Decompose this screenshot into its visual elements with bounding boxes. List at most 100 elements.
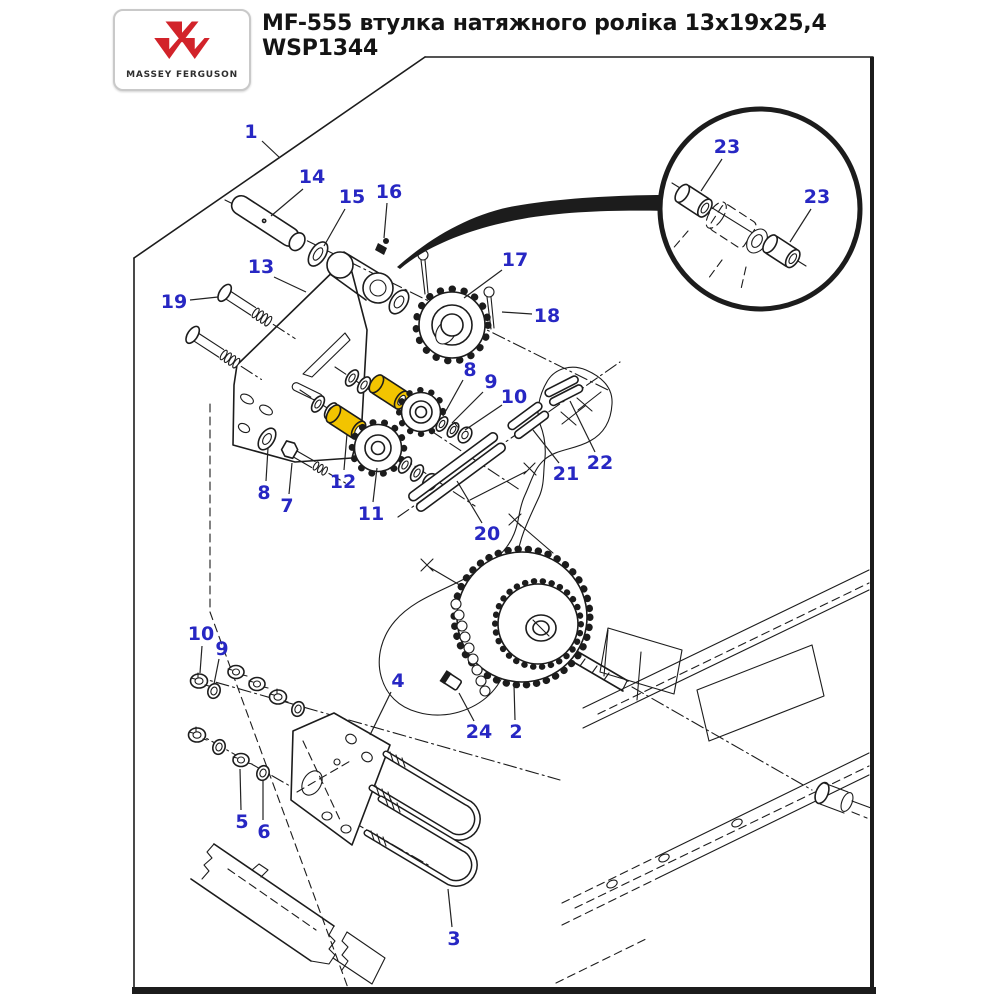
- upper-assembly: [185, 194, 609, 507]
- part-number-label: 1: [244, 121, 257, 143]
- part-bolt-19b: [185, 325, 262, 381]
- label-leader-line: [343, 433, 348, 471]
- panel-frame: [132, 56, 876, 994]
- label-leader-line: [532, 429, 560, 464]
- part-double-sprocket-2: [450, 545, 594, 689]
- label-leader-line: [513, 684, 516, 721]
- part-number-label: 14: [299, 166, 325, 188]
- part-bolt-7: [280, 440, 346, 484]
- part-washer-8: [435, 416, 449, 432]
- part-washer: [310, 395, 326, 413]
- part-nut: [248, 676, 269, 692]
- part-lock-washer-9: [207, 682, 221, 700]
- part-nut-5: [232, 752, 253, 768]
- part-number-label: 2: [509, 721, 522, 743]
- part-plug-24: [439, 670, 463, 691]
- part-u-bolt-3b: [363, 795, 478, 887]
- label-leader-line: [213, 658, 220, 685]
- label-leader-line: [323, 208, 346, 247]
- page-title: MF-555 втулка натяжного роліка 13x19x25,…: [262, 11, 827, 62]
- part-sprocket-17: [412, 285, 492, 365]
- part-castle-nut-10: [189, 672, 210, 689]
- part-number-label: 7: [280, 495, 293, 517]
- label-leader-line: [199, 645, 203, 674]
- label-leader-line: [451, 391, 484, 424]
- axle-end-hub: [814, 781, 872, 819]
- detail-pointer-swoosh: [397, 195, 663, 269]
- detail-bushing-left: [674, 183, 713, 218]
- label-leader-line: [700, 158, 723, 192]
- part-washer: [291, 700, 305, 718]
- part-number-label: 9: [484, 371, 497, 393]
- part-washer-15: [307, 241, 329, 267]
- part-cotter-pin: [417, 249, 429, 295]
- part-number-label: 12: [330, 471, 356, 493]
- label-leader-line: [372, 467, 378, 503]
- part-pin-14: [230, 194, 306, 252]
- label-leader-line: [265, 447, 269, 482]
- part-number-label: 4: [391, 670, 404, 692]
- part-washer: [344, 369, 360, 387]
- part-number-label: 23: [714, 136, 740, 158]
- part-number-label: 19: [161, 291, 187, 313]
- part-washer: [388, 289, 410, 315]
- part-number-label: 6: [257, 821, 270, 843]
- part-washer-8-lower: [257, 427, 277, 451]
- label-leader-line: [273, 276, 307, 293]
- label-leader-line: [464, 404, 503, 431]
- part-sprocket-11: [348, 418, 408, 478]
- part-mounting-plate-4: [290, 712, 391, 846]
- label-leader-line: [463, 269, 503, 299]
- label-leader-line: [456, 480, 483, 524]
- part-sprocket: [396, 387, 446, 437]
- part-number-label: 3: [447, 928, 460, 950]
- part-number-label: 10: [501, 386, 527, 408]
- part-chain-link-21: [507, 401, 550, 440]
- label-leader-line: [189, 296, 219, 301]
- detail-sleeve-ghost: [705, 201, 757, 249]
- chain-assembly: [378, 361, 621, 716]
- detail-bushing-right: [762, 234, 801, 269]
- part-u-bolt-3a: [368, 750, 481, 841]
- part-lock-washer-9: [446, 421, 460, 438]
- label-leader-line: [789, 208, 812, 243]
- label-leader-line: [288, 462, 293, 495]
- part-number-label: 23: [804, 186, 830, 208]
- part-washer-6: [256, 764, 270, 782]
- frame-rails: [545, 569, 872, 984]
- label-leader-line: [270, 188, 304, 217]
- part-number-label: 18: [534, 305, 560, 327]
- detail-ring: [746, 228, 768, 254]
- bottom-assembly: [187, 403, 561, 989]
- detail-circle: [657, 106, 863, 312]
- part-chain-link-20: [408, 432, 506, 512]
- axle-tube: [190, 843, 386, 985]
- massey-ferguson-triple-triangle-icon: [154, 21, 210, 59]
- part-number-label: 22: [587, 452, 613, 474]
- part-number-label: 10: [188, 623, 214, 645]
- label-leader-line: [369, 691, 392, 736]
- part-number-label: 21: [553, 463, 579, 485]
- part-bolt-19a: [217, 283, 296, 340]
- part-washer: [356, 376, 372, 394]
- label-leader-line: [239, 768, 242, 811]
- part-number-label: 15: [339, 186, 365, 208]
- part-washer: [212, 738, 226, 756]
- part-grease-fitting-16: [375, 238, 389, 255]
- label-leader-line: [569, 400, 596, 453]
- part-castle-nut: [268, 688, 289, 705]
- part-number-label: 20: [474, 523, 500, 545]
- part-number-label: 8: [257, 482, 270, 504]
- brand-logo-card: MASSEY FERGUSON: [113, 9, 251, 91]
- label-leader-line: [261, 140, 281, 159]
- part-nut-10: [457, 426, 473, 444]
- part-washer: [409, 464, 425, 482]
- chain-rollers: [450, 598, 491, 697]
- part-number-label: 8: [463, 359, 476, 381]
- label-leader-line: [501, 311, 533, 315]
- part-number-label: 24: [466, 721, 492, 743]
- label-leader-line: [458, 692, 475, 722]
